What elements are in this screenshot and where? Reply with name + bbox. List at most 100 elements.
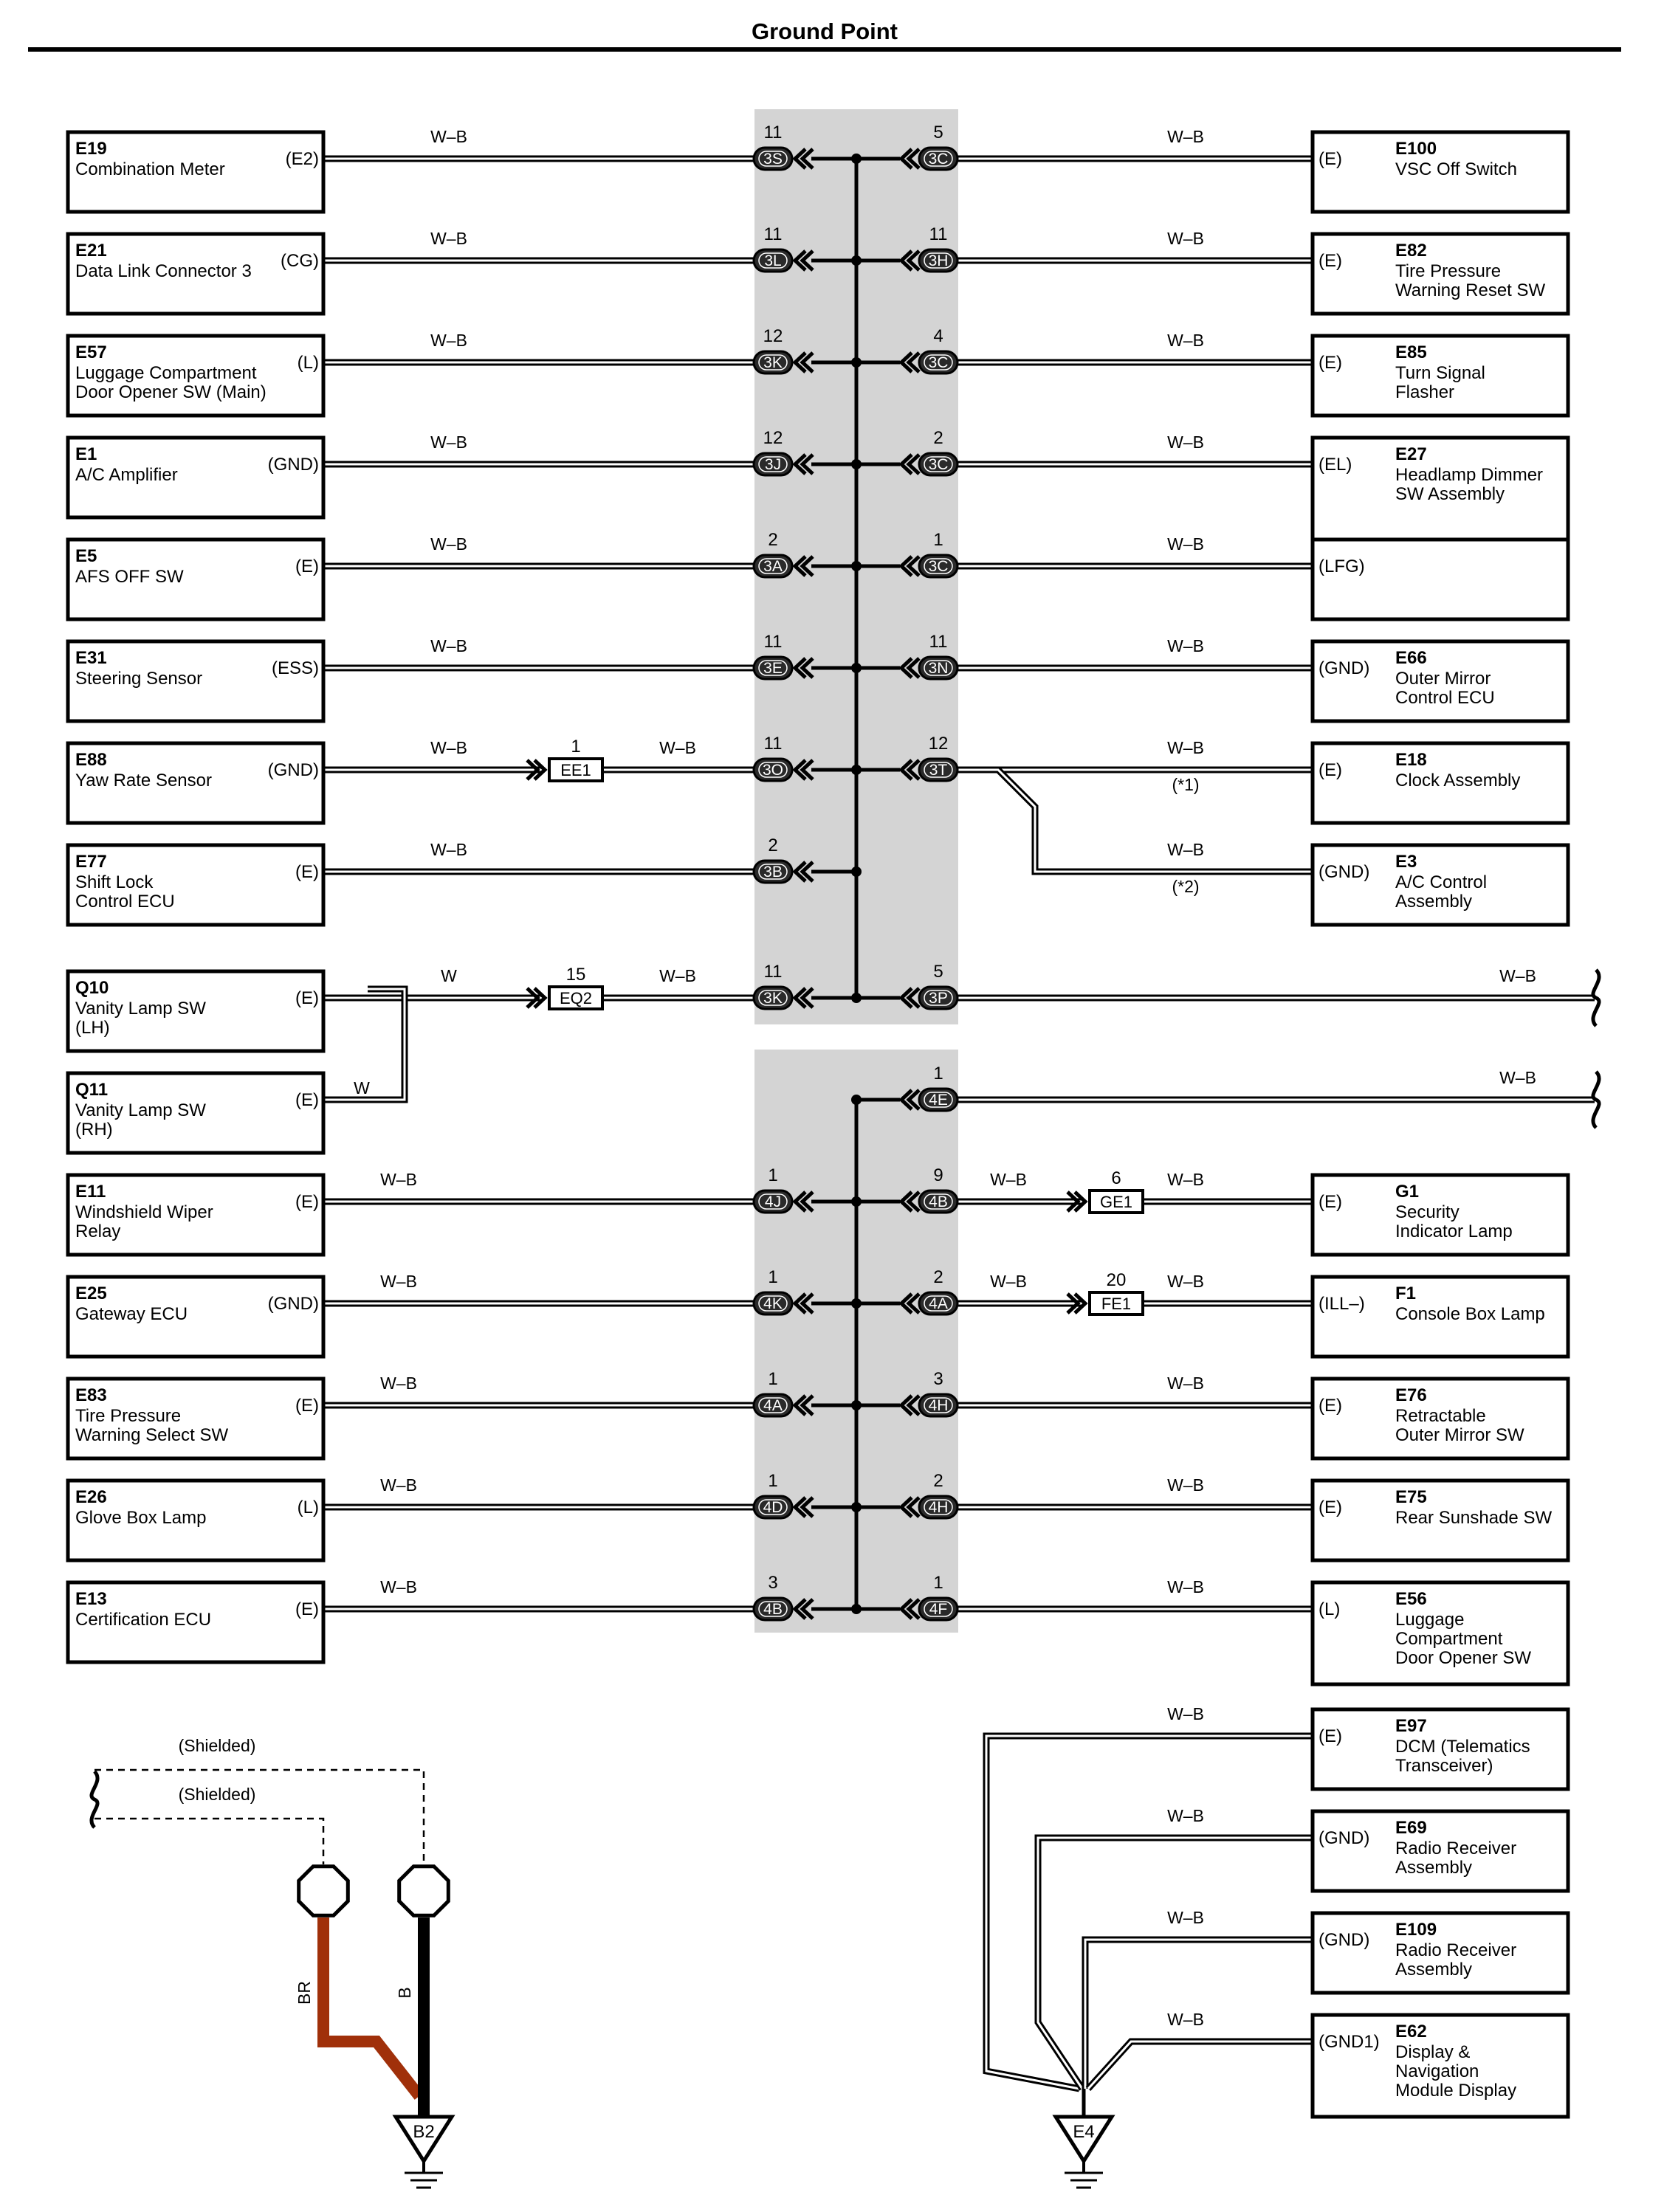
top-row-5-lwire-label: W–B [430,636,467,655]
bottom-row-3-larrow [792,1394,807,1416]
top-row-7-right-code: E3 [1395,852,1417,872]
top-row-1-right-code: E82 [1395,241,1427,261]
bottom-row-0-rconn-inner [924,1092,953,1108]
top-row-2-rconn-inner [924,354,953,371]
top-row-1-right-name: Tire Pressure [1395,261,1501,281]
bottom-row-2-inline-arrow-b [1066,1292,1081,1315]
bottom-row-0-rconn-shape [918,1087,959,1112]
bottom-row-4-lconn-label: 4D [763,1499,783,1516]
bottom-row-2-lconn-shape [752,1291,794,1316]
bottom-row-5-right-name: Compartment [1395,1629,1503,1649]
top-row-0-rconn-shape [918,146,959,171]
top-row-0-right-code: E100 [1395,139,1437,159]
bottom-row-1-left-pin: (E) [295,1192,319,1212]
bottom-row-4-lwire-label: W–B [380,1475,417,1495]
top-row-1-right-pin: (E) [1319,251,1342,271]
bottom-row-1-rnum: 9 [933,1165,943,1185]
bottom-row-5-right-box [1310,1580,1570,1686]
bottom-row-1-lconn-shape [752,1189,794,1214]
top-row-8-lconn-label: 3K [763,990,783,1007]
bottom-row-1-rconn-shape [918,1189,959,1214]
top-row-8-rconn-inner [924,990,953,1006]
top-row-7-lnum: 2 [768,835,777,855]
top-row-0-rconn-inner [924,151,953,167]
top-row-2-rconn-shape [918,350,959,375]
top-row-7-lconn-label: 3B [763,864,783,881]
top-row-6-inline-number: 1 [571,737,580,757]
bottom-row-3-rconn-label: 4H [929,1397,949,1414]
ground-row-0-code: E97 [1395,1716,1427,1736]
bottom-row-3-rarrow-b [906,1394,921,1416]
top-row-0-larrow [792,148,807,170]
top-row-8-rarrow-b [906,987,921,1009]
top-row-6-inline-arrow [533,759,548,781]
ground-row-3-name: Module Display [1395,2081,1516,2101]
top-row-0-rconn-label: 3C [929,151,949,168]
top-row-5-lnum: 11 [764,632,783,652]
top-row-0-rarrow [898,148,913,170]
top-row-0-lnum: 11 [764,123,783,142]
bottom-row-5-rconn-label: 4F [929,1601,948,1618]
top-row-5-rconn-label: 3N [929,660,949,677]
bottom-row-2-right-pin: (ILL–) [1319,1294,1365,1314]
components [66,130,1570,2189]
ground-b2-triangle [392,2115,455,2165]
top-row-3-larrow-b [800,453,814,475]
top-row-6-right-pin: (E) [1319,760,1342,780]
bottom-row-0-break [1591,1070,1601,1129]
top-row-5-rconn-shape [918,655,959,681]
bottom-row-0-rarrow-b [906,1089,921,1111]
top-row-7-lwire-label: W–B [430,840,467,859]
top-row-2-rwire-label: W–B [1167,331,1204,350]
top-row-5-left-box [66,639,326,723]
bottom-row-4-right-code: E75 [1395,1487,1427,1507]
top-row-7-rwire-label: W–B [1167,840,1204,859]
top-row-0-lconn-inner [758,151,788,167]
bottom-row-4-lnum: 1 [768,1471,777,1491]
top-row-8-larrow [792,987,807,1009]
bottom-row-3-left-code: E83 [75,1385,107,1405]
top-row-5-left-name: Steering Sensor [75,669,202,689]
top-row-7-rnote: (*2) [1172,877,1199,896]
bottom-row-2-left-box [66,1275,326,1359]
bottom-row-3-rconn-shape [918,1393,959,1418]
bottom-row-0-rwire-label: W–B [1499,1068,1536,1087]
top-row-2-lconn-inner [758,354,788,371]
bottom-row-1-right-name: Security [1395,1202,1460,1222]
top-row-0-left-box [66,130,326,214]
ground-row-0-wire-label: W–B [1167,1704,1204,1723]
ground-row-1-code: E69 [1395,1818,1427,1838]
top-row-1-larrow [792,249,807,272]
top-row-6-rnum: 12 [929,734,949,754]
bottom-row-3-lconn-inner [758,1397,788,1413]
ground-e69-wire-outline [1034,1834,1313,2091]
page-title: Ground Point [752,18,898,44]
top-row-5-right-box [1310,639,1570,723]
top-row-2-rarrow [898,351,913,373]
top-row-3-rarrow [898,453,913,475]
top-row-0-rwire-label: W–B [1167,127,1204,146]
bottom-row-3-left-name: Tire Pressure [75,1406,181,1426]
top-row-0-right-pin: (E) [1319,149,1342,169]
top-row-4-left-code: E5 [75,546,97,566]
top-row-6-right-name: Clock Assembly [1395,771,1520,790]
top-row-7-left-name: Shift Lock [75,872,154,892]
top-row-5-right-name: Outer Mirror [1395,669,1491,689]
top-row-4-left-box [66,537,326,621]
top-row-9-left-code: Q11 [75,1080,108,1100]
top-row-8-left-box [66,969,326,1053]
top-row-3-lnum: 12 [763,428,783,448]
bottom-row-1-left-box [66,1173,326,1257]
bottom-row-1-left-name: Windshield Wiper [75,1202,213,1222]
b2-terminal-br [297,1864,350,1918]
top-row-4-rconn-label: 3C [929,558,949,575]
bottom-row-3-rarrow [898,1394,913,1416]
bottom-row-5-right-name: Luggage [1395,1610,1464,1630]
ground-e97-wire-core [985,1734,1313,2090]
top-row-4-lconn-shape [752,554,794,579]
bottom-row-1-inline-box [1088,1189,1144,1214]
bottom-row-4-left-pin: (L) [298,1498,319,1517]
top-row-1-lconn-label: 3L [764,252,781,269]
bottom-row-2-right-code: F1 [1395,1284,1416,1303]
